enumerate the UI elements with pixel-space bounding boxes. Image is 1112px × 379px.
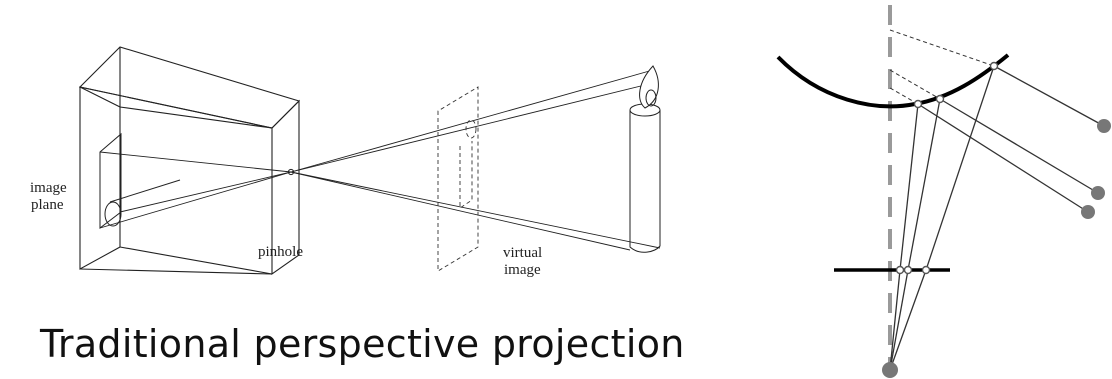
- image-point: [903, 265, 913, 275]
- candle: [629, 65, 661, 253]
- dashed-line: [889, 29, 995, 67]
- bottom-edge: [79, 268, 273, 275]
- reflected-rays: [889, 65, 1105, 371]
- virtual-image-plane: [437, 86, 479, 272]
- caption: Traditional perspective projection: [40, 322, 685, 366]
- intersection-points: [895, 61, 999, 275]
- image-point: [895, 265, 905, 275]
- ray: [290, 171, 631, 251]
- camera-box: [78, 46, 301, 276]
- world-points: [882, 119, 1111, 378]
- ray: [899, 103, 919, 271]
- mirror-projection-diagram: [776, 5, 1111, 379]
- mirror-point: [935, 94, 945, 104]
- mirror-point: [989, 61, 999, 71]
- camera-center: [882, 362, 898, 378]
- ray: [939, 98, 1099, 194]
- ray: [993, 65, 1105, 127]
- projection-rays: [99, 69, 661, 251]
- virtual-flame: [465, 119, 477, 139]
- front-face: [271, 99, 300, 276]
- ray: [290, 69, 654, 173]
- label-virtual-image: image: [504, 262, 541, 278]
- top-face: [78, 46, 301, 129]
- candle-body: [629, 110, 661, 253]
- ray: [907, 98, 941, 271]
- candle-flame: [639, 65, 659, 109]
- ray: [290, 171, 661, 249]
- flame-inner: [645, 89, 657, 107]
- world-point: [1097, 119, 1111, 133]
- bottom-back-edge: [119, 246, 273, 275]
- inverted-image: [99, 132, 181, 230]
- virtual-candle: [459, 141, 473, 209]
- inverted-candle-edge: [109, 179, 181, 203]
- ray: [290, 82, 654, 173]
- label-virtual: virtual: [503, 245, 542, 261]
- image-plane-rect: [99, 132, 122, 230]
- ray: [889, 269, 909, 371]
- world-point: [1091, 186, 1105, 200]
- ray: [917, 103, 1089, 213]
- image-point: [921, 265, 931, 275]
- curved-mirror: [776, 53, 1010, 109]
- ray: [889, 269, 927, 371]
- mirror-point: [913, 99, 923, 109]
- label-image: image: [30, 180, 67, 196]
- world-point: [1081, 205, 1095, 219]
- ray: [889, 269, 901, 371]
- label-pinhole: pinhole: [258, 244, 303, 260]
- dashed-line: [889, 69, 941, 100]
- ray: [99, 151, 292, 173]
- inverted-candle-end: [104, 201, 122, 227]
- label-plane: plane: [31, 197, 64, 213]
- dashed-line: [889, 87, 919, 105]
- top-edge: [79, 86, 273, 129]
- virtual-plane-rect: [437, 86, 479, 272]
- ray: [925, 65, 995, 271]
- inner-top-edge: [119, 106, 273, 129]
- ray: [99, 171, 292, 229]
- axis-projections: [889, 29, 995, 105]
- ray: [119, 171, 292, 213]
